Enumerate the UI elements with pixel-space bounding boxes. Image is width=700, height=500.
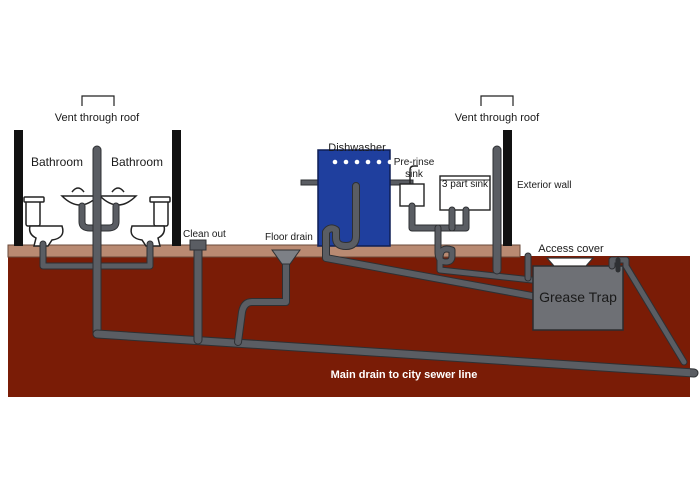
exterior-wall [503,130,512,246]
vent-bracket-left [81,95,115,106]
toilet-left [23,196,64,247]
sink-drains [408,202,536,284]
floor-drain-label: Floor drain [265,232,313,243]
three-part-sink [439,175,491,211]
main-drain-label: Main drain to city sewer line [331,369,478,381]
access-cover [545,257,595,267]
pre-rinse-label-line1: Pre-rinse [394,157,435,168]
grease-trap-outlet [608,256,688,366]
dishwasher-drain [322,182,536,300]
access-cover-label: Access cover [538,243,604,255]
bathroom-wall-right [172,130,181,246]
floor-slab [7,244,521,258]
pre-rinse-label-line2: sink [405,169,424,180]
floor-drain [234,249,301,346]
bathroom-label-left: Bathroom [31,155,83,169]
grease-trap-label: Grease Trap [539,289,617,305]
clean-out [189,239,207,345]
toilet-right [130,196,171,247]
exterior-wall-label: Exterior wall [517,180,571,191]
bathroom-wall-left [14,130,23,246]
vent-bracket-right [480,95,514,106]
vent-label-left: Vent through roof [55,112,140,124]
dishwasher-label: Dishwasher [328,142,386,154]
clean-out-label: Clean out [183,229,226,240]
three-part-sink-label: 3 part sink [442,179,489,190]
vent-label-right: Vent through roof [455,112,540,124]
bathroom-label-right: Bathroom [111,155,163,169]
pre-rinse-sink [399,165,425,207]
